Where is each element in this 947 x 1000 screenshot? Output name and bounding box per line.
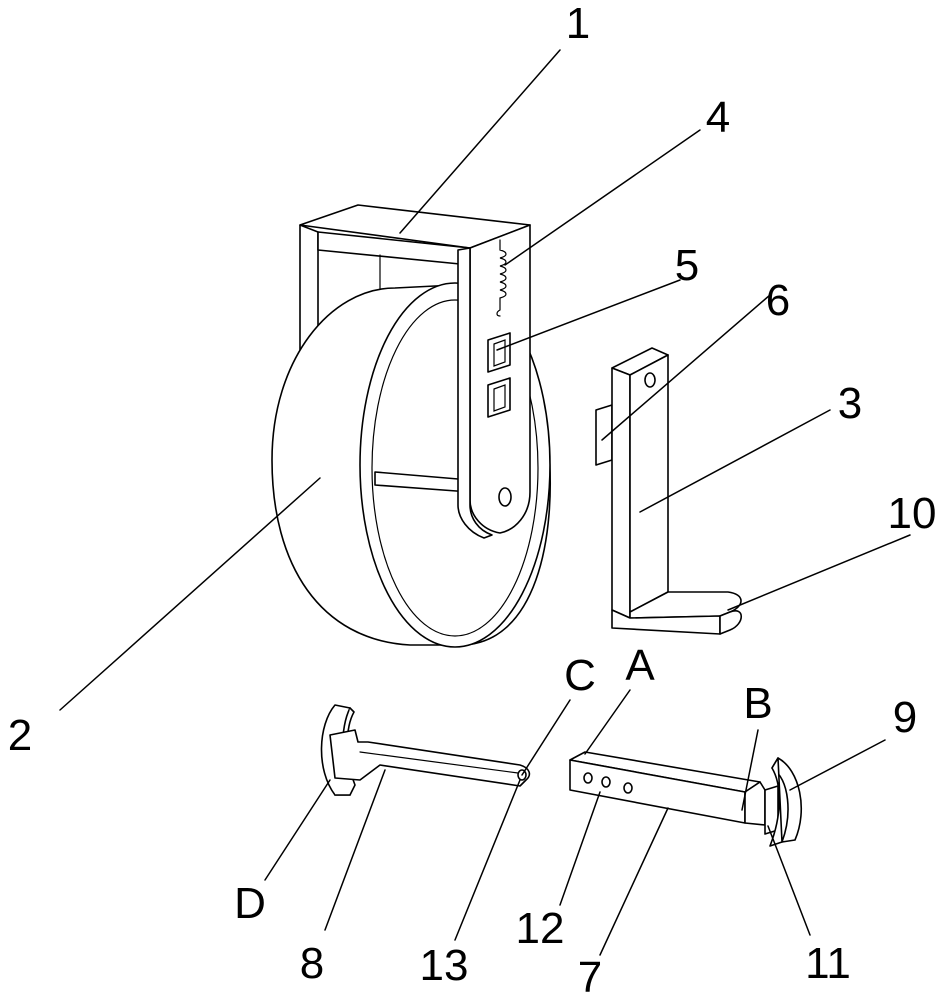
left-hook-arm xyxy=(320,704,531,796)
label-C: C xyxy=(564,651,596,700)
label-7: 7 xyxy=(578,953,602,1000)
label-A: A xyxy=(625,641,655,690)
right-bar xyxy=(569,751,803,847)
label-8: 8 xyxy=(300,939,324,988)
label-6: 6 xyxy=(766,276,790,325)
label-4: 4 xyxy=(706,93,730,142)
label-B: B xyxy=(743,679,772,728)
leader-lines xyxy=(59,49,911,956)
label-11: 11 xyxy=(805,939,851,988)
label-13: 13 xyxy=(420,941,469,990)
label-D: D xyxy=(234,879,266,928)
l-support xyxy=(595,347,743,635)
label-1: 1 xyxy=(566,0,590,48)
label-3: 3 xyxy=(838,379,862,428)
label-5: 5 xyxy=(675,241,699,290)
slots xyxy=(487,332,511,418)
bracket-front-arm xyxy=(457,224,531,539)
label-12: 12 xyxy=(516,904,565,953)
label-10: 10 xyxy=(888,489,937,538)
labels: 1 4 5 6 3 10 2 C A B 9 D 12 8 13 7 11 xyxy=(8,0,937,1000)
spring xyxy=(496,239,507,317)
label-2: 2 xyxy=(8,711,32,760)
label-9: 9 xyxy=(893,693,917,742)
